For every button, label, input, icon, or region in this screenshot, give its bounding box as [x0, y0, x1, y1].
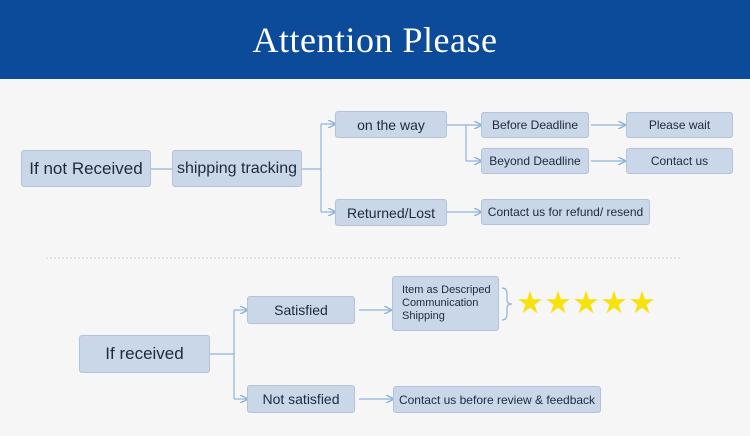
beyond-deadline-node: Beyond Deadline [481, 148, 589, 174]
if-not-received-node: If not Received [21, 150, 151, 187]
shipping-tracking-node: shipping tracking [172, 150, 302, 187]
not-satisfied-node: Not satisfied [247, 385, 355, 413]
criteria-item: Communication [402, 297, 479, 309]
star-icon: ★ [516, 285, 544, 320]
node-label: Satisfied [274, 302, 328, 318]
star-icon: ★ [628, 285, 656, 320]
header-banner: Attention Please [0, 0, 750, 79]
five-star-rating: ★ ★ ★ ★ ★ [516, 287, 656, 319]
on-the-way-node: on the way [335, 111, 447, 138]
page-title: Attention Please [252, 19, 498, 60]
returned-lost-node: Returned/Lost [335, 199, 447, 226]
before-deadline-node: Before Deadline [481, 112, 589, 138]
star-icon: ★ [572, 285, 600, 320]
node-label: Not satisfied [262, 391, 340, 407]
criteria-item: Shipping [402, 310, 445, 322]
contact-review-node: Contact us before review & feedback [393, 386, 601, 413]
satisfied-node: Satisfied [247, 296, 355, 324]
node-label: Contact us [650, 154, 709, 168]
node-label: Please wait [648, 118, 711, 132]
node-label: on the way [357, 116, 425, 133]
if-received-node: If received [79, 335, 210, 373]
criteria-item: Item as Descriped [402, 284, 491, 296]
node-label: Returned/Lost [347, 204, 435, 221]
node-label: Contact us before review & feedback [398, 392, 596, 407]
refund-resend-node: Contact us for refund/ resend [481, 199, 650, 225]
please-wait-node: Please wait [626, 112, 733, 138]
brace [501, 287, 513, 321]
feedback-criteria-node: Item as Descriped Communication Shipping [392, 276, 499, 331]
node-label: If received [105, 344, 184, 363]
contact-us-node: Contact us [626, 148, 733, 174]
node-label: Contact us for refund/ resend [487, 205, 644, 219]
node-label: shipping tracking [176, 159, 298, 177]
star-icon: ★ [600, 285, 628, 320]
node-label: Before Deadline [491, 118, 579, 132]
star-icon: ★ [544, 285, 572, 320]
node-label: If not Received [29, 158, 143, 178]
node-label: Beyond Deadline [489, 154, 581, 168]
